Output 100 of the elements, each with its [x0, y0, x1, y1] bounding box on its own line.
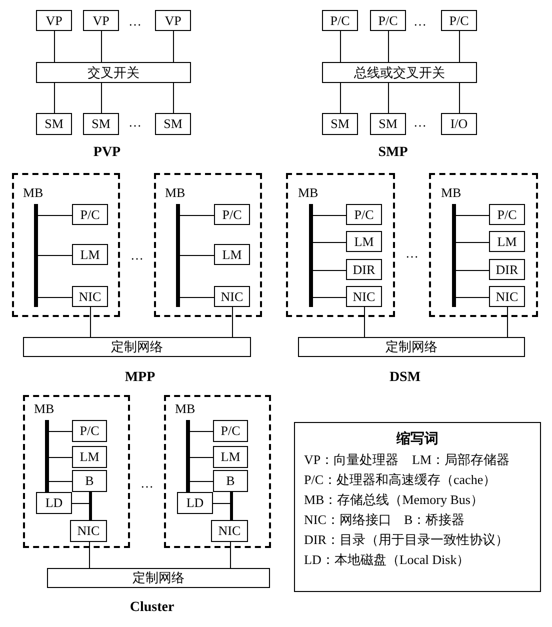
component-box: NIC [346, 286, 382, 307]
component-box: VP [36, 10, 72, 31]
ellipsis: … [406, 246, 418, 260]
component-box: NIC [489, 286, 525, 307]
component-box: SM [83, 113, 119, 135]
component-box: P/C [489, 204, 525, 225]
component-box: SM [370, 113, 406, 135]
connector-line [89, 542, 90, 568]
thick-connector [89, 492, 92, 520]
component-box: 交叉开关 [36, 62, 191, 83]
abbreviation-text: B：桥接器 [404, 513, 465, 526]
bus-label: MB [23, 186, 44, 199]
component-box: LM [489, 231, 525, 252]
component-box: DIR [489, 259, 525, 280]
bus-label: MB [298, 186, 318, 199]
node-frame [23, 395, 130, 548]
abbreviation-text: LD：本地磁盘（Local Disk） [304, 553, 470, 566]
abbreviation-panel [294, 422, 541, 592]
component-box: P/C [346, 204, 382, 225]
component-box: 总线或交叉开关 [322, 62, 477, 83]
connector-line [190, 481, 214, 482]
connector-line [340, 82, 341, 114]
component-box: SM [322, 113, 358, 135]
connector-line [38, 297, 72, 298]
connector-line [232, 306, 233, 338]
connector-line [364, 306, 365, 338]
connector-line [190, 431, 214, 432]
ellipsis: … [128, 116, 142, 128]
component-box: LM [346, 231, 382, 252]
component-box: NIC [214, 286, 250, 307]
node-frame [12, 173, 120, 317]
connector-line [90, 306, 91, 338]
ellipsis: … [130, 248, 144, 262]
component-box: B [213, 470, 248, 492]
component-box: LM [72, 446, 107, 468]
abbreviation-text: P/C：处理器和高速缓存（cache） [304, 473, 496, 486]
connector-line [312, 270, 346, 271]
connector-line [456, 242, 490, 243]
diagram-caption: SMP [378, 146, 408, 160]
connector-line [180, 297, 214, 298]
connector-line [312, 297, 346, 298]
diagram-caption: DSM [389, 371, 421, 385]
connector-line [230, 542, 231, 568]
component-box: P/C [72, 420, 107, 442]
connector-line [312, 215, 346, 216]
abbreviation-text: MB：存储总线（Memory Bus） [304, 493, 484, 506]
component-box: I/O [441, 113, 477, 135]
connector-line [388, 82, 389, 114]
component-box: LM [214, 244, 250, 265]
connector-line [101, 82, 102, 114]
connector-line [38, 255, 72, 256]
connector-line [456, 297, 490, 298]
connector-line [180, 215, 214, 216]
component-box: P/C [72, 204, 108, 225]
connector-line [507, 306, 508, 338]
component-box: B [72, 470, 107, 492]
thick-connector [230, 492, 233, 520]
diagram-caption: PVP [93, 146, 121, 160]
bus-label: MB [441, 186, 462, 199]
connector-line [101, 30, 102, 62]
connector-line [54, 30, 55, 62]
node-frame [154, 173, 262, 317]
panel-heading: 缩写词 [396, 433, 438, 447]
connector-line [173, 30, 174, 62]
connector-line [456, 215, 490, 216]
connector-line [173, 82, 174, 114]
ellipsis: … [128, 14, 142, 28]
connector-line [48, 481, 72, 482]
ellipsis: … [414, 116, 426, 128]
component-box: P/C [370, 10, 406, 31]
component-box: LD [36, 492, 72, 514]
connector-line [459, 82, 460, 114]
connector-line [54, 82, 55, 114]
component-box: LM [213, 446, 248, 468]
node-frame [164, 395, 271, 548]
connector-line [456, 270, 490, 271]
connector-line [190, 457, 214, 458]
ellipsis: … [140, 476, 154, 490]
node-frame [429, 173, 538, 317]
bus-label: MB [175, 402, 196, 415]
connector-line [340, 30, 341, 62]
connector-line [459, 30, 460, 62]
component-box: NIC [72, 286, 108, 307]
component-box: P/C [322, 10, 358, 31]
bus-label: MB [165, 186, 186, 199]
component-box: NIC [70, 520, 107, 542]
component-box: NIC [211, 520, 248, 542]
diagram-caption: Cluster [130, 601, 174, 615]
bus-label: MB [34, 402, 54, 415]
abbreviation-text: NIC：网络接口 [304, 513, 392, 526]
connector-line [38, 215, 72, 216]
abbreviation-text: LM：局部存储器 [412, 453, 510, 466]
ellipsis: … [414, 14, 426, 28]
connector-line [312, 242, 346, 243]
component-box: 定制网络 [23, 337, 251, 357]
component-box: LD [177, 492, 213, 514]
abbreviation-text: DIR：目录（用于目录一致性协议） [304, 533, 508, 546]
component-box: SM [36, 113, 72, 135]
connector-line [388, 30, 389, 62]
component-box: DIR [346, 259, 382, 280]
